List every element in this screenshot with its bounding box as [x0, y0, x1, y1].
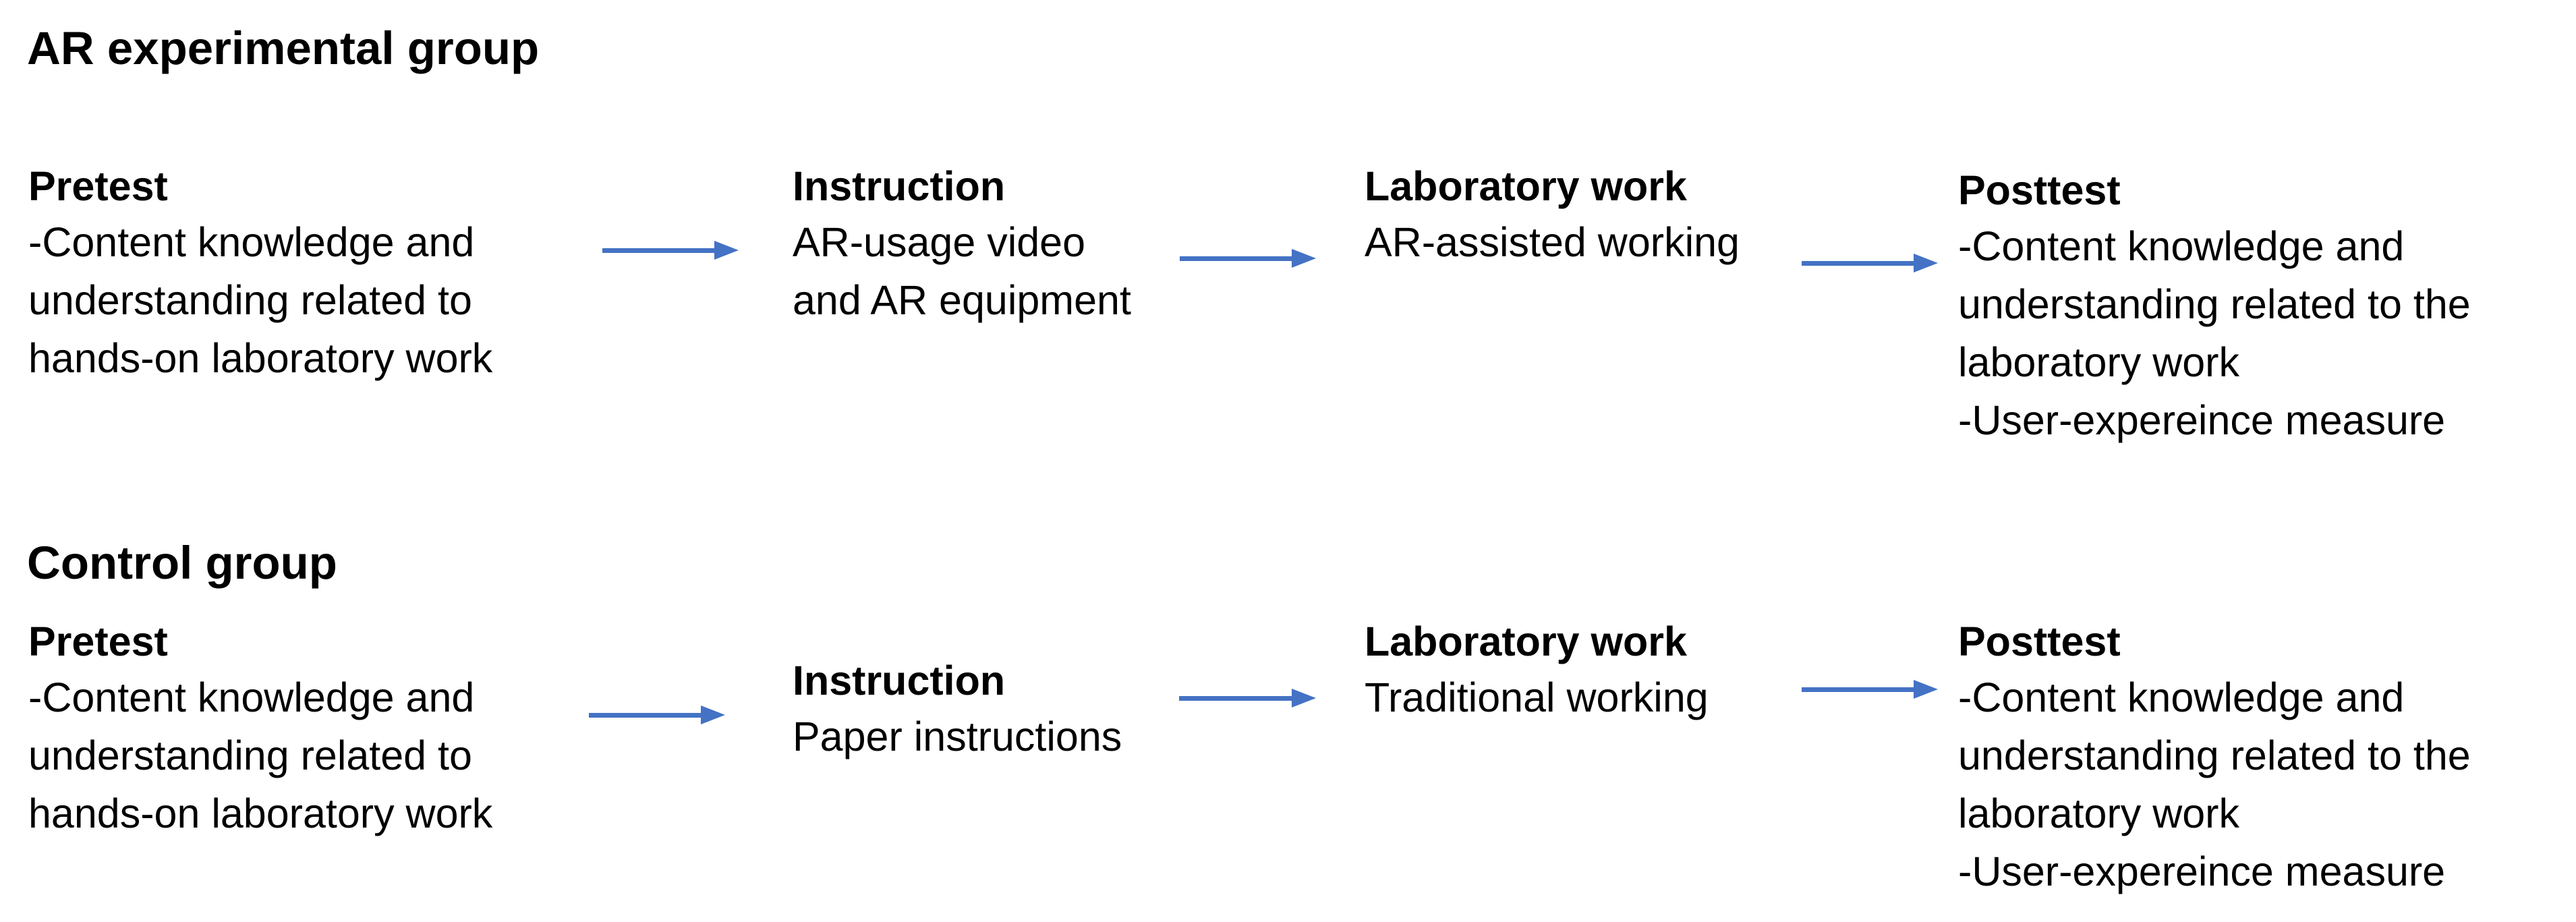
stage-line: -User-expereince measure — [1958, 848, 2446, 894]
stage-title: Pretest — [28, 163, 168, 209]
stage-line: -Content knowledge and — [1958, 674, 2405, 720]
arrow-icon — [1802, 680, 1938, 699]
stage-line: -User-expereince measure — [1958, 397, 2446, 443]
stage-instruction-ar: Instruction AR-usage video and AR equipm… — [793, 159, 1131, 329]
stage-instruction-control: Instruction Paper instructions — [793, 654, 1122, 766]
stage-posttest-control: Posttest -Content knowledge and understa… — [1958, 614, 2471, 900]
stage-line: -Content knowledge and — [28, 674, 475, 720]
stage-line: laboratory work — [1958, 339, 2239, 385]
arrow-icon — [1179, 689, 1316, 708]
stage-title: Laboratory work — [1365, 163, 1687, 209]
stage-line: hands-on laboratory work — [28, 790, 493, 836]
stage-title: Instruction — [793, 658, 1006, 703]
arrow-icon — [1180, 249, 1316, 268]
group-title-ar: AR experimental group — [27, 22, 540, 74]
arrow-icon — [1802, 254, 1938, 272]
stage-line: -Content knowledge and — [1958, 223, 2405, 269]
stage-title: Posttest — [1958, 618, 2121, 664]
stage-pretest-ar: Pretest -Content knowledge and understan… — [28, 159, 492, 387]
stage-line: Paper instructions — [793, 714, 1122, 759]
arrow-icon — [602, 241, 739, 260]
stage-posttest-ar: Posttest -Content knowledge and understa… — [1958, 163, 2471, 449]
stage-title: Pretest — [28, 618, 168, 664]
stage-labwork-ar: Laboratory work AR-assisted working — [1365, 159, 1740, 271]
arrow-icon — [589, 705, 725, 724]
stage-line: and AR equipment — [793, 277, 1131, 323]
stage-title: Instruction — [793, 163, 1006, 209]
stage-line: -Content knowledge and — [28, 219, 475, 265]
stage-line: understanding related to — [28, 277, 472, 323]
group-title-control: Control group — [27, 537, 337, 589]
stage-line: AR-assisted working — [1365, 219, 1740, 265]
stage-line: understanding related to — [28, 732, 472, 778]
stage-labwork-control: Laboratory work Traditional working — [1365, 614, 1709, 726]
stage-line: laboratory work — [1958, 790, 2239, 836]
stage-pretest-control: Pretest -Content knowledge and understan… — [28, 614, 492, 842]
stage-title: Posttest — [1958, 167, 2121, 213]
stage-title: Laboratory work — [1365, 618, 1687, 664]
stage-line: AR-usage video — [793, 219, 1086, 265]
stage-line: Traditional working — [1365, 674, 1709, 720]
stage-line: understanding related to the — [1958, 281, 2471, 327]
stage-line: hands-on laboratory work — [28, 335, 493, 381]
stage-line: understanding related to the — [1958, 732, 2471, 778]
